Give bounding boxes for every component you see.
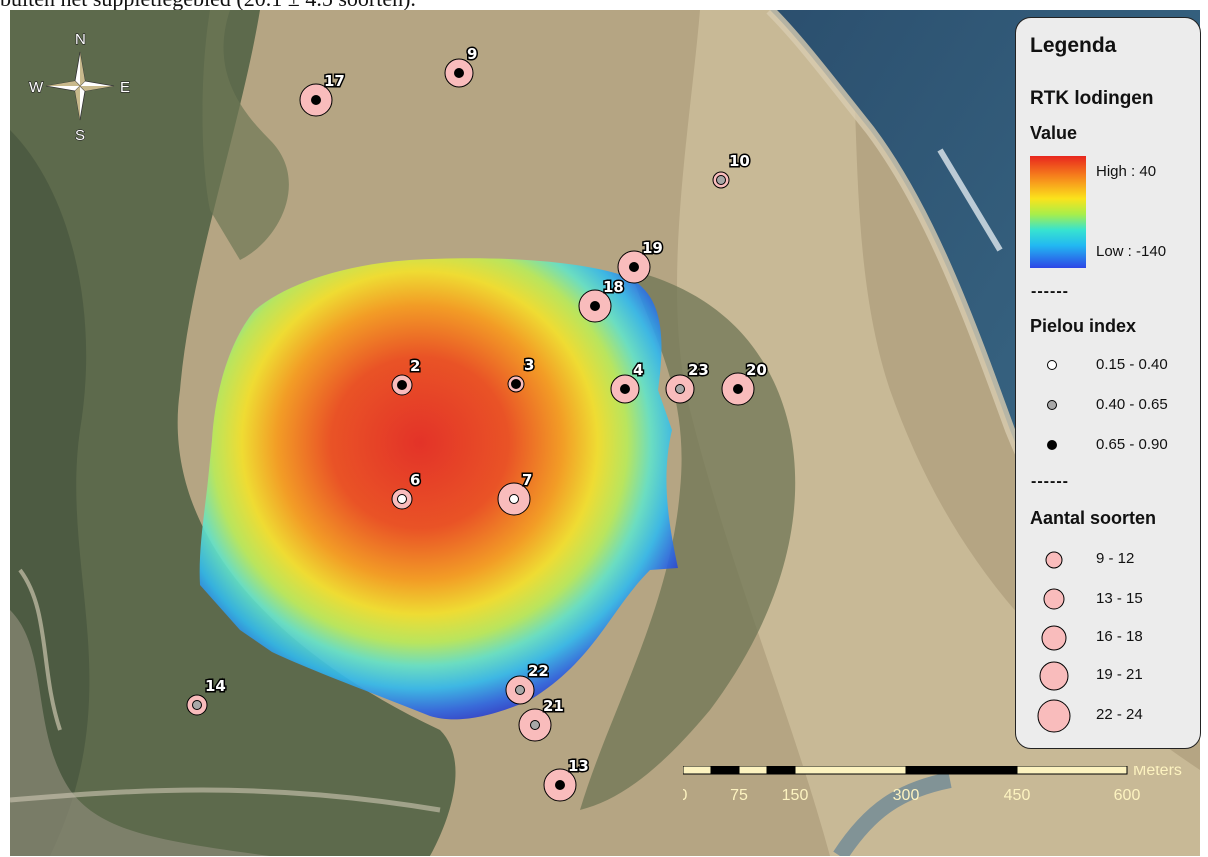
dune-band xyxy=(677,10,1200,856)
site-2-label: 2 xyxy=(410,357,420,375)
legend-layer-name: RTK lodingen xyxy=(1030,88,1154,109)
site-2-pielou-dot xyxy=(397,380,407,390)
site-9[interactable]: 9 xyxy=(444,44,479,88)
site-23[interactable]: 23 xyxy=(665,360,710,404)
north-arrow-compass: N E S W xyxy=(28,30,130,144)
site-14[interactable]: 14 xyxy=(186,676,227,716)
site-22[interactable]: 22 xyxy=(505,661,550,705)
site-23-pielou-dot xyxy=(675,384,685,394)
site-10-pielou-dot xyxy=(716,175,726,185)
soorten-13-15-label: 13 - 15 xyxy=(1096,590,1143,607)
legend-separator: ------ xyxy=(1031,283,1069,300)
figure-caption: buiten het suppletiegebied (20.1 ± 4.5 s… xyxy=(0,0,1208,12)
rtk-bathymetry-raster xyxy=(199,258,679,720)
scale-unit: Meters xyxy=(1133,766,1182,779)
site-4-pielou-dot xyxy=(620,384,630,394)
color-ramp xyxy=(1030,156,1086,268)
site-23-label: 23 xyxy=(688,361,709,379)
site-21-pielou-dot xyxy=(530,720,540,730)
soorten-9-12-symbol xyxy=(1045,551,1063,569)
site-14-pielou-dot xyxy=(192,700,202,710)
site-17-pielou-dot xyxy=(311,95,321,105)
site-7-label: 7 xyxy=(522,471,532,489)
site-18-label: 18 xyxy=(603,278,624,296)
site-18[interactable]: 18 xyxy=(578,277,625,323)
compass-north: N xyxy=(75,31,86,48)
compass-west: W xyxy=(29,79,44,96)
site-10[interactable]: 10 xyxy=(712,151,751,189)
site-13[interactable]: 13 xyxy=(543,756,590,802)
scale-tick-0: 0 xyxy=(683,787,688,804)
soorten-16-18-label: 16 - 18 xyxy=(1096,628,1143,645)
compass-east: E xyxy=(120,79,130,96)
site-21-label: 21 xyxy=(543,697,564,715)
site-21[interactable]: 21 xyxy=(518,696,565,742)
site-17[interactable]: 17 xyxy=(299,71,346,117)
pielou-low-label: 0.15 - 0.40 xyxy=(1096,356,1168,373)
site-20-label: 20 xyxy=(746,361,767,379)
scale-tick-600: 600 xyxy=(1114,787,1141,804)
soorten-22-24-symbol xyxy=(1037,699,1071,733)
vegetation-area xyxy=(10,10,456,856)
pielou-high-label: 0.65 - 0.90 xyxy=(1096,436,1168,453)
legend-soorten-title: Aantal soorten xyxy=(1030,508,1157,528)
scale-tick-450: 450 xyxy=(1004,787,1031,804)
pielou-high-symbol xyxy=(1047,440,1057,450)
site-4[interactable]: 4 xyxy=(610,360,645,404)
site-4-label: 4 xyxy=(633,361,643,379)
legend-value-label: Value xyxy=(1030,123,1078,143)
soorten-16-18-symbol xyxy=(1041,625,1067,651)
pielou-low-symbol xyxy=(1047,360,1057,370)
legend-title: Legenda xyxy=(1030,34,1117,57)
legend-low-label: Low : -140 xyxy=(1096,243,1167,260)
site-22-label: 22 xyxy=(528,662,549,680)
site-7-pielou-dot xyxy=(509,494,519,504)
soorten-19-21-symbol xyxy=(1039,661,1069,691)
legend-high-label: High : 40 xyxy=(1096,163,1157,180)
site-14-label: 14 xyxy=(205,677,226,695)
scale-tick-300: 300 xyxy=(893,787,920,804)
legend-separator-2: ------ xyxy=(1031,473,1069,490)
pielou-mid-label: 0.40 - 0.65 xyxy=(1096,396,1168,413)
soorten-9-12-label: 9 - 12 xyxy=(1096,550,1135,567)
map-legend: Legenda RTK lodingen Value High : 40 Low… xyxy=(1015,17,1201,749)
soorten-19-21-label: 19 - 21 xyxy=(1096,666,1143,683)
soorten-22-24-label: 22 - 24 xyxy=(1096,706,1143,723)
site-13-label: 13 xyxy=(568,757,589,775)
site-20[interactable]: 20 xyxy=(721,360,768,406)
site-20-pielou-dot xyxy=(733,384,743,394)
site-2[interactable]: 2 xyxy=(391,356,422,396)
compass-south: S xyxy=(75,127,85,144)
site-3-pielou-dot xyxy=(511,379,521,389)
site-6[interactable]: 6 xyxy=(391,470,422,510)
river xyxy=(833,772,952,856)
scale-tick-150: 150 xyxy=(782,787,809,804)
site-3-label: 3 xyxy=(524,356,534,374)
site-13-pielou-dot xyxy=(555,780,565,790)
site-9-pielou-dot xyxy=(454,68,464,78)
site-6-pielou-dot xyxy=(397,494,407,504)
site-19-label: 19 xyxy=(642,239,663,257)
site-19[interactable]: 19 xyxy=(617,238,664,284)
site-18-pielou-dot xyxy=(590,301,600,311)
legend-pielou-title: Pielou index xyxy=(1030,316,1137,336)
pielou-mid-symbol xyxy=(1047,400,1057,410)
soorten-13-15-symbol xyxy=(1043,588,1065,610)
site-22-pielou-dot xyxy=(515,685,525,695)
scale-bar: Meters 0 75 150 300 450 600 xyxy=(679,762,1183,811)
site-3[interactable]: 3 xyxy=(507,355,536,393)
site-6-label: 6 xyxy=(410,471,420,489)
scale-tick-75: 75 xyxy=(730,787,748,804)
site-10-label: 10 xyxy=(729,152,750,170)
scale-bar-graphic: Meters 0 75 150 300 450 600 xyxy=(679,762,1182,804)
site-7[interactable]: 7 xyxy=(497,470,534,516)
site-17-label: 17 xyxy=(324,72,345,90)
site-9-label: 9 xyxy=(467,45,477,63)
site-19-pielou-dot xyxy=(629,262,639,272)
